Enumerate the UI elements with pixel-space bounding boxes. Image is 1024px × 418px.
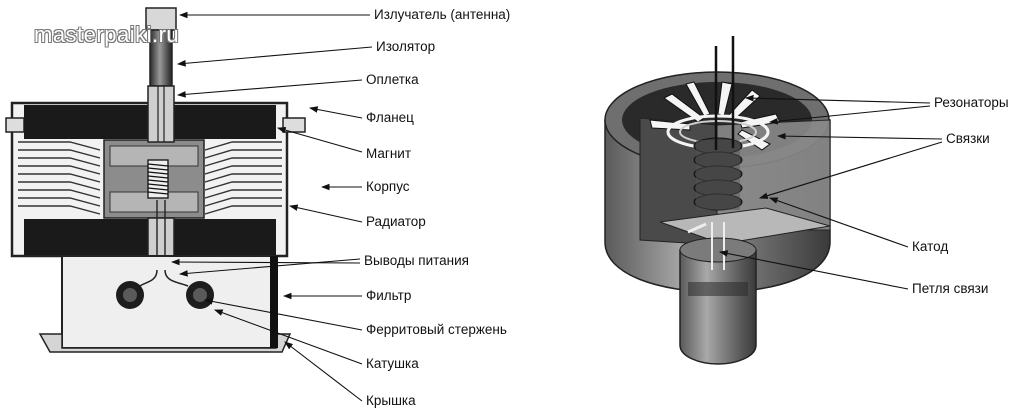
- label-coil: Катушка: [366, 356, 419, 371]
- label-ferrite-rod: Ферритовый стержень: [366, 322, 507, 337]
- magnetron-cross-section: [5, 7, 306, 353]
- label-resonators: Резонаторы: [934, 95, 1009, 110]
- label-cover: Крышка: [366, 393, 416, 408]
- watermark: masterpaiki.ru: [34, 22, 180, 47]
- cathode-spiral: [147, 159, 169, 199]
- label-radiator: Радиатор: [366, 214, 426, 229]
- label-cathode: Катод: [912, 239, 949, 254]
- flange-left: [5, 117, 25, 133]
- label-braid: Оплетка: [366, 72, 419, 87]
- magnetron-cutaway: [604, 36, 831, 365]
- left-leader-lines: [170, 11, 373, 402]
- cathode-coil: [693, 137, 743, 211]
- label-magnet: Магнит: [366, 146, 412, 161]
- right-leader-lines: [718, 94, 943, 290]
- radiator-fins-left: [18, 141, 101, 215]
- filter-side-bar: [270, 256, 278, 348]
- label-housing: Корпус: [366, 179, 410, 194]
- label-filter: Фильтр: [366, 288, 412, 303]
- braid-tube: [147, 85, 175, 143]
- label-insulator: Изолятор: [376, 39, 436, 54]
- coupling-loop: [711, 222, 725, 270]
- label-flange: Фланец: [366, 110, 414, 125]
- output-cylinder: [679, 249, 757, 365]
- label-power-leads: Выводы питания: [364, 253, 469, 268]
- label-coupling-loop: Петля связи: [912, 281, 989, 296]
- label-straps: Связки: [946, 131, 990, 146]
- filter-box: [61, 255, 277, 349]
- radiator-fins-right: [204, 141, 282, 215]
- label-emitter: Излучатель (антенна): [374, 7, 511, 22]
